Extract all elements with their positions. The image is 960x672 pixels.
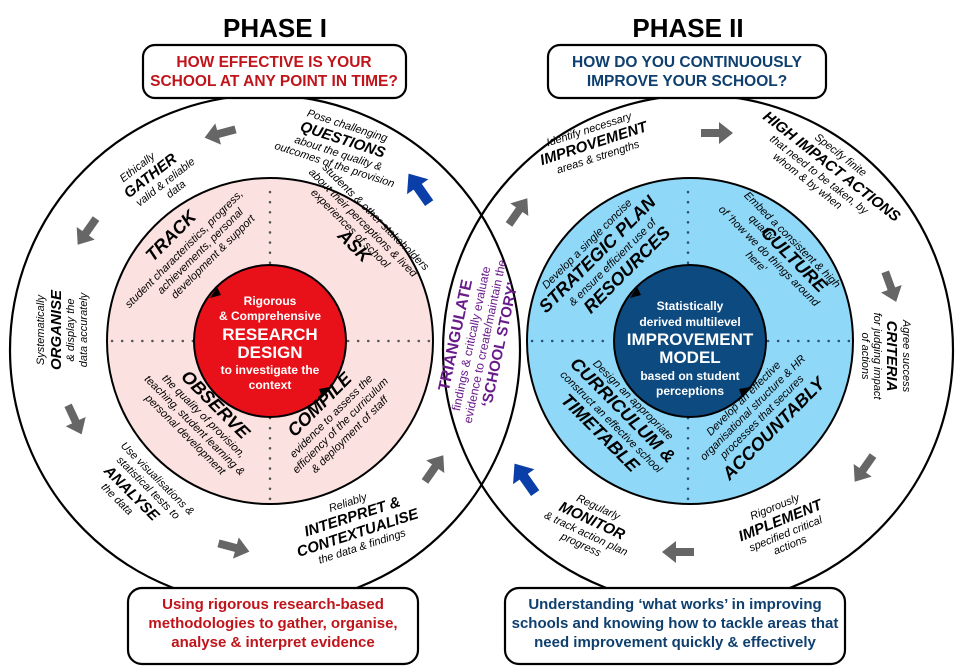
phase2-dividers	[530, 190, 852, 502]
core-line: Statistically	[657, 299, 724, 313]
core-line: perceptions	[656, 384, 724, 398]
step-post: & display the	[65, 299, 77, 362]
step-pre: Agree success	[900, 319, 912, 393]
phase2-title: PHASE II	[632, 13, 743, 43]
core-line: Rigorous	[244, 294, 297, 308]
core-line: IMPROVEMENT	[627, 330, 754, 349]
arrow-triangulate-to-improvement-icon	[505, 198, 529, 227]
step-monitor: Regularly MONITOR & track action plan pr…	[542, 493, 629, 560]
phase2-summary-box: Understanding ‘what works’ in improving …	[503, 586, 847, 666]
arrow-actions-to-criteria-icon	[881, 270, 902, 302]
phase1-dividers	[110, 190, 432, 502]
phase2-core-text: Statistically derived multilevel IMPROVE…	[627, 299, 754, 398]
arrow-implement-to-monitor-icon	[662, 541, 694, 563]
phase1-summary-line: Using rigorous research-based	[162, 596, 384, 613]
phase1-question-line: SCHOOL AT ANY POINT IN TIME?	[150, 73, 398, 90]
core-line: MODEL	[659, 348, 720, 367]
feedback-arrow-phase2-icon	[513, 463, 540, 496]
phase1-summary-line: methodologies to gather, organise,	[148, 615, 397, 632]
phase1-summary-line: analyse & interpret evidence	[171, 634, 374, 651]
phase2-question-box: HOW DO YOU CONTINUOUSLY IMPROVE YOUR SCH…	[546, 43, 828, 100]
arrow-improvement-to-actions-icon	[701, 122, 733, 144]
core-line: & Comprehensive	[219, 309, 321, 323]
phase1-core-circle	[193, 264, 347, 418]
step-post: of actions	[859, 332, 871, 380]
step-title: ORGANISE	[48, 289, 65, 370]
phase1-core-text: Rigorous & Comprehensive RESEARCH DESIGN…	[219, 294, 321, 392]
phase2-summary-line: schools and knowing how to tackle areas …	[512, 615, 839, 632]
core-line: to investigate the	[221, 363, 320, 377]
arrow-organise-to-analyse-icon	[64, 403, 86, 435]
step-post: data accurately	[78, 291, 90, 367]
step-organise: Systematically ORGANISE & display the da…	[35, 289, 90, 370]
phase2-summary-line: need improvement quickly & effectively	[534, 634, 816, 651]
phase2-question-line: IMPROVE YOUR SCHOOL?	[587, 73, 787, 90]
step-criteria: Agree success CRITERIA for judging impac…	[859, 313, 912, 401]
phase1-title: PHASE I	[223, 13, 327, 43]
step-post: for judging impact	[871, 313, 883, 401]
core-line: derived multilevel	[639, 315, 740, 329]
arrow-questions-to-gather-icon	[204, 123, 237, 145]
step-implement: Rigorously IMPLEMENT specified critical …	[736, 492, 826, 558]
arrow-gather-to-organise-icon	[76, 216, 100, 245]
arrow-interpret-to-triangulate-icon	[421, 455, 445, 484]
phase1-core-cycle-arrows	[210, 287, 330, 397]
feedback-arrow-phase1-icon	[407, 173, 434, 206]
core-line: context	[249, 378, 292, 392]
arrow-criteria-to-implement-icon	[853, 453, 877, 482]
step-pre: Systematically	[35, 293, 47, 365]
core-line: RESEARCH	[222, 325, 317, 344]
phase2-core-circle	[613, 264, 767, 418]
core-line: based on student	[640, 369, 739, 383]
phase1-summary-box: Using rigorous research-based methodolog…	[126, 586, 420, 666]
phase2-question-line: HOW DO YOU CONTINUOUSLY	[572, 54, 803, 71]
phase2-core-cycle-arrows	[630, 287, 750, 397]
phase1-question-line: HOW EFFECTIVE IS YOUR	[176, 54, 371, 71]
step-title: CRITERIA	[883, 321, 900, 392]
phase2-summary-line: Understanding ‘what works’ in improving	[528, 596, 821, 613]
core-line: DESIGN	[237, 343, 302, 362]
phase1-question-box: HOW EFFECTIVE IS YOUR SCHOOL AT ANY POIN…	[141, 43, 408, 100]
arrow-analyse-to-interpret-icon	[217, 537, 250, 559]
